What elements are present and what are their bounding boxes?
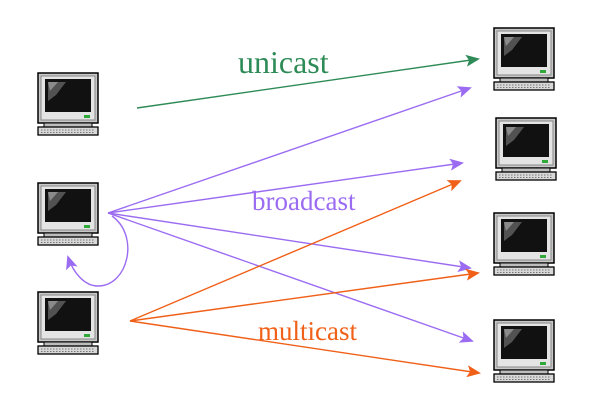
- computer-icon: [495, 117, 557, 181]
- computer-left-3: [37, 291, 99, 355]
- broadcast-label: broadcast: [252, 186, 356, 216]
- unicast-label: unicast: [238, 44, 329, 80]
- multicast-label: multicast: [258, 316, 357, 346]
- multicast-arrow-1: [129, 180, 462, 322]
- multicast-arrow-2: [129, 268, 480, 322]
- broadcast-arrow-3: [107, 212, 472, 273]
- broadcast-arrows: [66, 86, 474, 343]
- computer-icon: [493, 319, 555, 383]
- multicast-arrow-3: [129, 320, 481, 378]
- computer-right-1: [493, 27, 555, 91]
- computer-right-2: [495, 117, 557, 181]
- broadcast-loopback-arrow: [66, 215, 129, 287]
- broadcast-arrow-4: [107, 212, 474, 343]
- computer-icon: [493, 212, 555, 276]
- broadcast-arrow-1: [107, 86, 472, 214]
- computer-right-4: [493, 319, 555, 383]
- computer-right-3: [493, 212, 555, 276]
- computer-icon: [37, 291, 99, 355]
- unicast-arrow: [136, 54, 480, 109]
- computer-left-1: [37, 72, 99, 136]
- broadcast-arrow-2: [107, 158, 464, 214]
- computer-icon: [493, 27, 555, 91]
- computer-left-2: [37, 182, 99, 246]
- multicast-arrows: [129, 180, 481, 378]
- computer-icon: [37, 182, 99, 246]
- computer-icon: [37, 72, 99, 136]
